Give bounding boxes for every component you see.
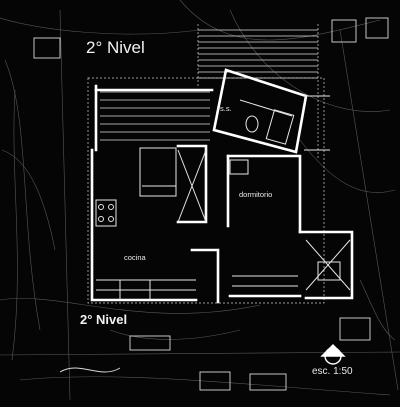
dotted-outline: [87, 24, 325, 304]
room-label-cocina: cocina: [124, 253, 146, 262]
level-title-bottom: 2° Nivel: [80, 312, 128, 327]
section-marker: [320, 344, 346, 365]
level-title-top: 2° Nivel: [86, 38, 145, 57]
scale-label: esc. 1:50: [312, 366, 353, 377]
walls: [90, 68, 354, 304]
bottom-sketches: [33, 17, 389, 391]
interior-lines: [95, 95, 351, 300]
room-label-dormitorio: dormitorio: [239, 190, 273, 199]
room-label-ss: s.s.: [220, 104, 232, 113]
